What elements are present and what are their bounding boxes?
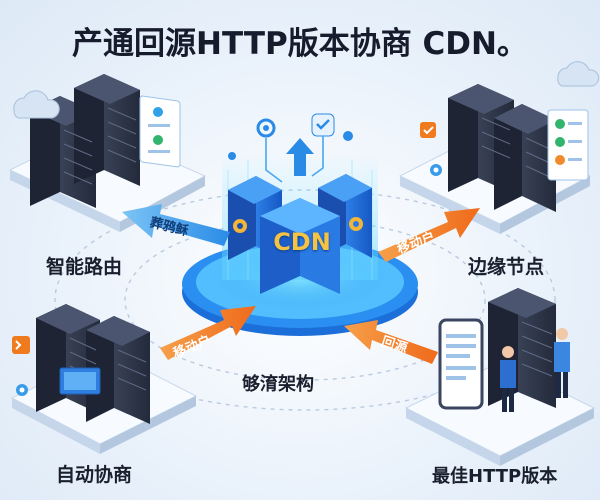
cloud-icon xyxy=(13,90,60,119)
chat-icon xyxy=(547,109,589,181)
cloud-icon xyxy=(557,61,600,87)
up-arrow-icon xyxy=(286,138,314,176)
person-icon xyxy=(500,346,516,412)
node-label-intelligent-routing: 智能路由 xyxy=(46,256,123,278)
node-top-right xyxy=(398,61,600,234)
location-pin-icon xyxy=(16,384,28,396)
node-label-best-http-version: 最佳HTTP版本 xyxy=(432,466,558,487)
center-label-architecture: 够淯架构 xyxy=(242,374,314,395)
chat-icon xyxy=(139,95,181,168)
mobile-phone-icon xyxy=(438,318,484,410)
cdn-logo-text: CDN xyxy=(273,228,331,256)
gear-icon xyxy=(349,217,363,231)
shield-icon xyxy=(311,113,335,137)
gear-icon xyxy=(256,118,276,138)
warning-icon xyxy=(420,122,436,138)
check-icon xyxy=(228,131,353,160)
page-title: 产通回源HTTP版本协商 CDN。 xyxy=(72,26,528,62)
arrow-bottom-right xyxy=(344,320,438,364)
node-label-edge-node: 边缘节点 xyxy=(468,256,545,278)
node-bottom-left xyxy=(10,304,198,454)
gear-icon xyxy=(233,219,247,233)
orbit-lines xyxy=(54,189,556,411)
central-hub xyxy=(182,113,418,336)
monitor-icon xyxy=(59,367,101,395)
arrow-top-left xyxy=(122,204,230,246)
node-bottom-right xyxy=(404,288,596,466)
server-rack-icon xyxy=(488,288,556,408)
arrow-top-right xyxy=(378,208,480,262)
server-rack-icon xyxy=(30,74,140,208)
terminal-icon xyxy=(12,336,30,354)
person-icon xyxy=(554,328,570,398)
node-label-auto-negotiation: 自动协商 xyxy=(56,464,133,486)
location-pin-icon xyxy=(430,164,442,176)
node-top-left xyxy=(8,74,207,232)
arrow-bottom-left xyxy=(160,306,256,360)
